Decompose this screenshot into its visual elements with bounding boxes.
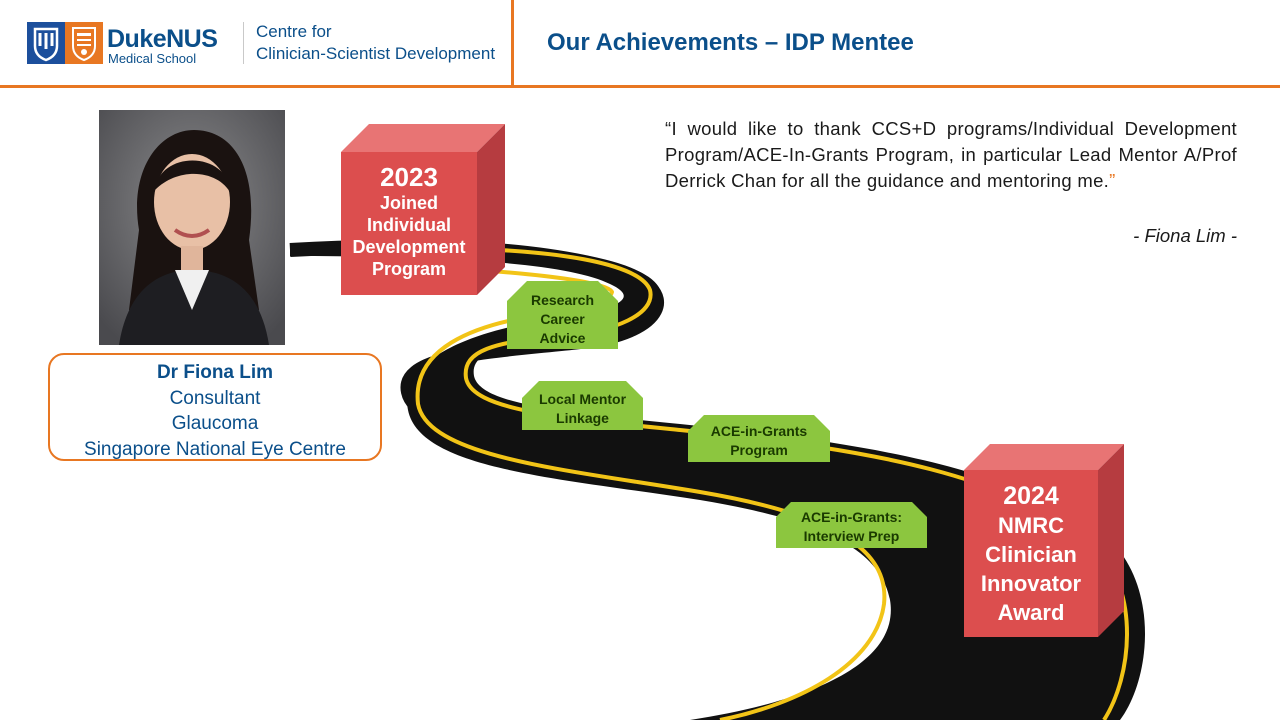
nus-crest-icon — [65, 22, 103, 64]
profile-name: Dr Fiona Lim — [156, 362, 274, 383]
milestone-2024-line2: Clinician — [985, 542, 1077, 567]
step-ace-in-grants-interview-prep: ACE-in-Grants: Interview Prep — [776, 502, 927, 548]
milestone-2024-box: 2024 NMRC Clinician Innovator Award — [964, 444, 1124, 637]
milestone-2024-line3: Innovator — [980, 571, 1082, 596]
quote-text: I would like to thank CCS+D programs/Ind… — [665, 118, 1237, 191]
step-ace-interview-line1: ACE-in-Grants: — [800, 509, 903, 525]
step-research-line2: Career — [540, 311, 585, 327]
step-local-mentor-line1: Local Mentor — [538, 391, 627, 407]
duke-nus-logo — [27, 22, 103, 64]
profile-card: Dr Fiona Lim Consultant Glaucoma Singapo… — [48, 353, 382, 461]
brand-name: DukeNUS — [107, 25, 218, 53]
step-ace-in-grants-program: ACE-in-Grants Program — [688, 415, 830, 462]
duke-shield-icon — [27, 22, 65, 64]
centre-name-line2: Clinician-Scientist Development — [256, 44, 496, 63]
step-ace-interview-line2: Interview Prep — [803, 528, 900, 544]
page-title: Our Achievements – IDP Mentee — [547, 29, 914, 56]
milestone-2023-line1: Joined — [379, 193, 438, 213]
step-local-mentor-linkage: Local Mentor Linkage — [522, 381, 643, 430]
quote-attribution: - Fiona Lim - — [1133, 225, 1237, 246]
testimonial-quote: “I would like to thank CCS+D programs/In… — [665, 116, 1237, 194]
centre-name-line1: Centre for — [256, 22, 332, 41]
milestone-2023-year: 2023 — [380, 162, 438, 192]
quote-open-mark: “ — [665, 118, 672, 139]
brand-subtitle: Medical School — [108, 51, 197, 66]
profile-department: Glaucoma — [171, 413, 259, 434]
quote-close-mark: ” — [1109, 170, 1116, 191]
profile-role: Consultant — [169, 387, 261, 409]
milestone-2023-box: 2023 Joined Individual Development Progr… — [341, 124, 505, 295]
brand-separator — [243, 22, 244, 64]
step-ace-program-line2: Program — [730, 442, 788, 458]
step-research-line3: Advice — [539, 330, 586, 346]
step-ace-program-line1: ACE-in-Grants — [710, 423, 808, 439]
step-research-career-advice: Research Career Advice — [507, 281, 618, 349]
milestone-2023-line4: Program — [371, 259, 447, 279]
header-divider — [511, 0, 514, 86]
step-research-line1: Research — [530, 292, 595, 308]
milestone-2024-line1: NMRC — [998, 513, 1064, 538]
milestone-2024-line4: Award — [997, 600, 1065, 625]
profile-institution: Singapore National Eye Centre — [84, 438, 346, 460]
header-rule — [0, 85, 1280, 88]
step-local-mentor-line2: Linkage — [556, 410, 609, 426]
milestone-2024-year: 2024 — [1003, 482, 1059, 510]
profile-photo — [99, 110, 285, 345]
milestone-2023-line2: Individual — [366, 215, 451, 235]
milestone-2023-line3: Development — [352, 237, 466, 257]
